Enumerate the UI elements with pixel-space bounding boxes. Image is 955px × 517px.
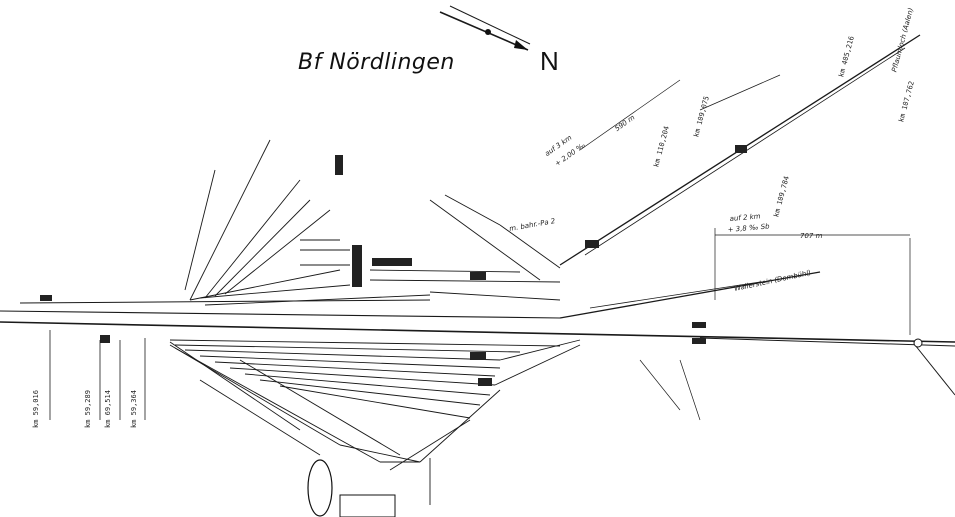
- north-arrow: [439, 5, 531, 51]
- line-wallerstein: [559, 271, 821, 319]
- dimension-lines: [579, 74, 911, 421]
- station-title: Bf Nördlingen: [298, 50, 455, 75]
- main-line: [0, 299, 955, 343]
- yard-tracks: [169, 339, 581, 505]
- km-label-west-3: km 59,364: [130, 390, 138, 428]
- north-label: N: [540, 46, 559, 76]
- km-label-west-1: km 59,016: [32, 390, 40, 428]
- km-stakes: [49, 330, 146, 420]
- line-east: [699, 337, 955, 396]
- km-label-west-2: km 59,289: [84, 390, 92, 428]
- north-sidings: [184, 139, 561, 306]
- turntable: [307, 459, 333, 517]
- km-label-west-4: km 69,514: [104, 390, 112, 428]
- label-dist-2: 707 m: [800, 232, 823, 240]
- buildings: [40, 145, 747, 517]
